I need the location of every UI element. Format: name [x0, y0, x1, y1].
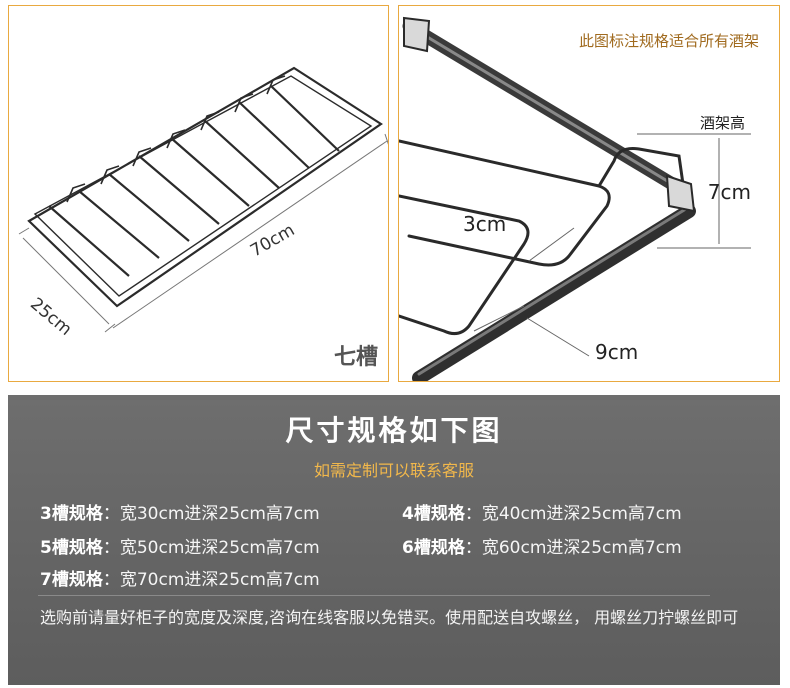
rack-overview-panel: 25cm 70cm 七槽	[8, 5, 389, 382]
spec-row-6-slot: 6槽规格：宽60cm进深25cm高7cm	[402, 533, 682, 558]
spec-row-sep: ：	[102, 570, 120, 590]
spec-section: 尺寸规格如下图 如需定制可以联系客服 3槽规格：宽30cm进深25cm高7cm …	[8, 395, 780, 685]
spec-row-sep: ：	[102, 504, 120, 524]
spec-row-value: 宽60cm进深25cm高7cm	[481, 538, 682, 558]
spec-row-value: 宽30cm进深25cm高7cm	[119, 504, 320, 524]
rack-detail-panel: 此图标注规格适合所有酒架 酒架高 7cm 3cm 9cm	[398, 5, 780, 382]
spec-row-value: 宽50cm进深25cm高7cm	[119, 538, 320, 558]
slot-spacing-label: 9cm	[595, 340, 639, 364]
rack-height-label: 酒架高	[699, 114, 745, 132]
custom-order-subtitle: 如需定制可以联系客服	[313, 461, 474, 480]
spec-row-5-slot: 5槽规格：宽50cm进深25cm高7cm	[40, 533, 320, 558]
slot-width-label: 3cm	[463, 212, 507, 236]
spec-row-sep: ：	[102, 538, 120, 558]
spec-row-name: 6槽规格	[402, 538, 465, 558]
spec-row-name: 4槽规格	[402, 504, 465, 524]
spec-row-3-slot: 3槽规格：宽30cm进深25cm高7cm	[40, 499, 320, 524]
spec-divider	[38, 595, 710, 596]
slot-count-label: 七槽	[333, 345, 378, 370]
spec-row-name: 7槽规格	[40, 570, 103, 590]
spec-row-value: 宽70cm进深25cm高7cm	[119, 570, 320, 590]
spec-row-value: 宽40cm进深25cm高7cm	[481, 504, 682, 524]
rack-detail-drawing	[399, 16, 751, 381]
spec-row-sep: ：	[464, 504, 482, 524]
spec-row-7-slot: 7槽规格：宽70cm进深25cm高7cm	[40, 565, 320, 590]
spec-row-name: 3槽规格	[40, 504, 103, 524]
spec-row-name: 5槽规格	[40, 538, 103, 558]
spec-title: 尺寸规格如下图	[285, 414, 503, 447]
spec-row-sep: ：	[464, 538, 482, 558]
rack-overview-drawing	[18, 66, 388, 333]
rack-height-value: 7cm	[707, 180, 751, 204]
purchase-note: 选购前请量好柜子的宽度及深度,咨询在线客服以免错买。使用配送自攻螺丝， 用螺丝刀…	[40, 608, 739, 627]
spec-row-4-slot: 4槽规格：宽40cm进深25cm高7cm	[402, 499, 682, 524]
spec-applies-note: 此图标注规格适合所有酒架	[578, 32, 759, 50]
